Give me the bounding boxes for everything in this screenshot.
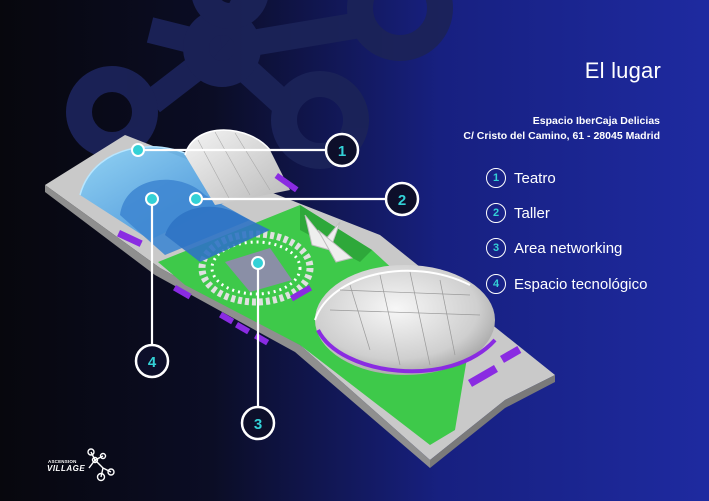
workshop-dome: [184, 129, 290, 205]
theatre-dome: [314, 265, 497, 375]
legend-item-area-networking: 3 Area networking: [486, 236, 622, 260]
venue-street: C/ Cristo del Camino, 61 - 28045 Madrid: [463, 130, 660, 142]
marker-label-1: 1: [338, 143, 346, 160]
legend-item-teatro: 1 Teatro: [486, 166, 556, 190]
logo-tagline: ASCENSION: [48, 459, 77, 464]
molecule-background-icon: [66, 0, 453, 169]
venue-name: Espacio IberCaja Delicias: [532, 115, 660, 127]
logo-name: VILLAGE: [47, 464, 86, 473]
marker-label-2: 2: [398, 192, 406, 209]
legend-number: 1: [486, 168, 506, 188]
marker-dot-2: [189, 192, 203, 206]
marker-badge-3: [240, 405, 276, 441]
legend-item-espacio-tecnologico: 4 Espacio tecnológico: [486, 272, 647, 296]
marker-badge-1: [324, 132, 360, 168]
page-title: El lugar: [584, 58, 661, 83]
legend-label: Espacio tecnológico: [514, 275, 648, 293]
marker-connectors: [138, 148, 385, 407]
marker-dot-4: [145, 192, 159, 206]
venue-address: Espacio IberCaja Delicias C/ Cristo del …: [463, 114, 660, 144]
marker-dot-3: [251, 256, 265, 270]
marker-badges: [134, 132, 420, 441]
purple-accents: [117, 173, 522, 387]
molecule-logo-icon: [87, 448, 115, 482]
marker-label-4: 4: [148, 354, 157, 371]
white-tent: [304, 214, 354, 263]
legend-number: 3: [486, 238, 506, 258]
marker-dot-1: [131, 143, 145, 157]
marker-badge-4: [134, 343, 170, 379]
legend-label: Teatro: [514, 169, 556, 187]
marker-dots: [131, 143, 265, 270]
legend-label: Taller: [514, 204, 550, 222]
marker-badge-2: [384, 181, 420, 217]
legend-label: Area networking: [514, 239, 623, 257]
marker-label-3: 3: [254, 416, 262, 433]
legend-number: 2: [486, 203, 506, 223]
legend-item-taller: 2 Taller: [486, 201, 550, 225]
ascension-village-logo: ASCENSION VILLAGE: [47, 446, 117, 486]
legend-number: 4: [486, 274, 506, 294]
